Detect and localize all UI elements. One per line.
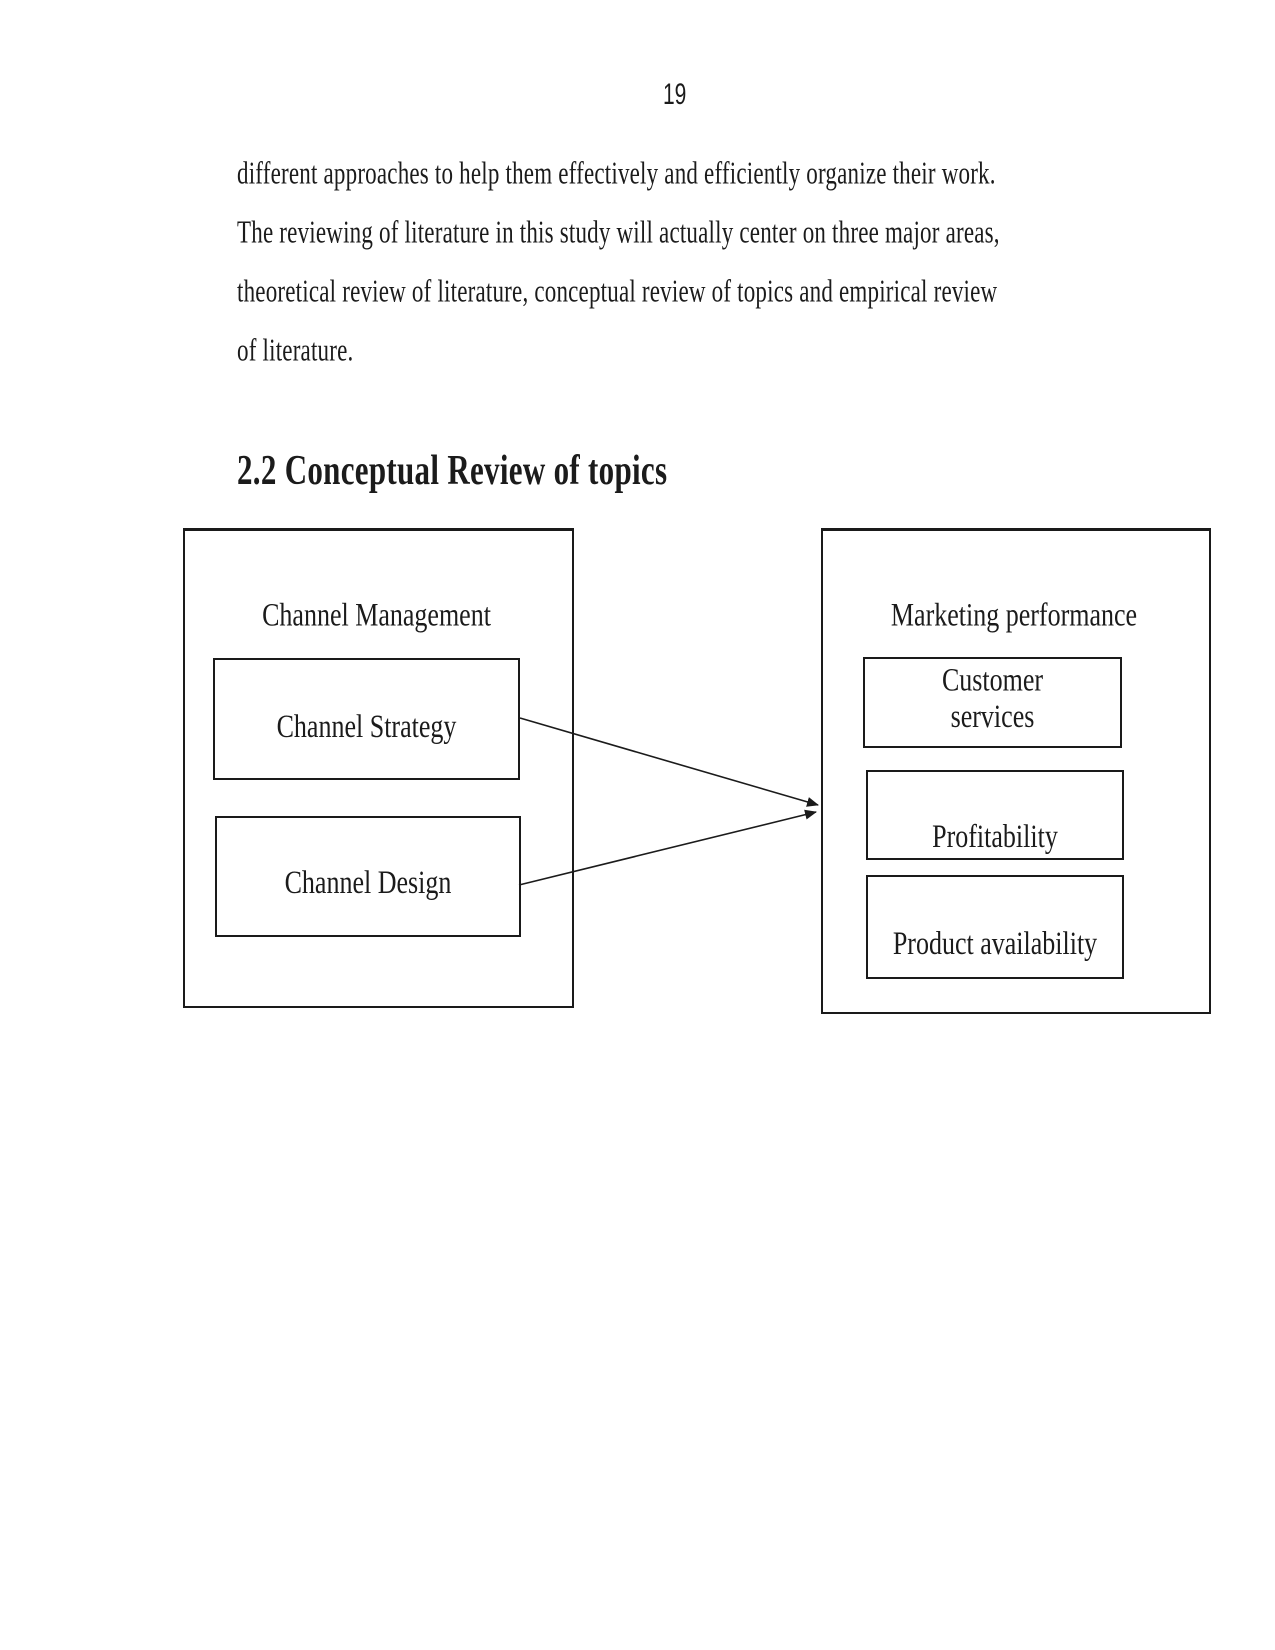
profitability-label: Profitability [932,818,1058,855]
product-availability-box: Product availability [866,875,1124,979]
customer-services-box: Customer services [863,657,1122,748]
paragraph-line: theoretical review of literature, concep… [237,273,998,309]
section-heading: 2.2 Conceptual Review of topics [237,446,668,494]
channel-design-box: Channel Design [215,816,521,937]
channel-management-title: Channel Management [262,596,491,633]
page-number: 19 [663,78,687,111]
paragraph-line: The reviewing of literature in this stud… [237,214,1000,250]
customer-services-label: Customer services [942,661,1043,734]
paragraph-line: of literature. [237,332,354,368]
channel-strategy-box: Channel Strategy [213,658,520,780]
channel-design-label: Channel Design [284,864,452,901]
product-availability-label: Product availability [892,925,1098,962]
customer-services-line2: services [950,697,1035,734]
marketing-performance-title: Marketing performance [890,596,1138,633]
paragraph-line: different approaches to help them effect… [237,155,996,191]
profitability-box: Profitability [866,770,1124,860]
channel-strategy-label: Channel Strategy [276,708,457,745]
customer-services-line1: Customer [941,661,1044,698]
